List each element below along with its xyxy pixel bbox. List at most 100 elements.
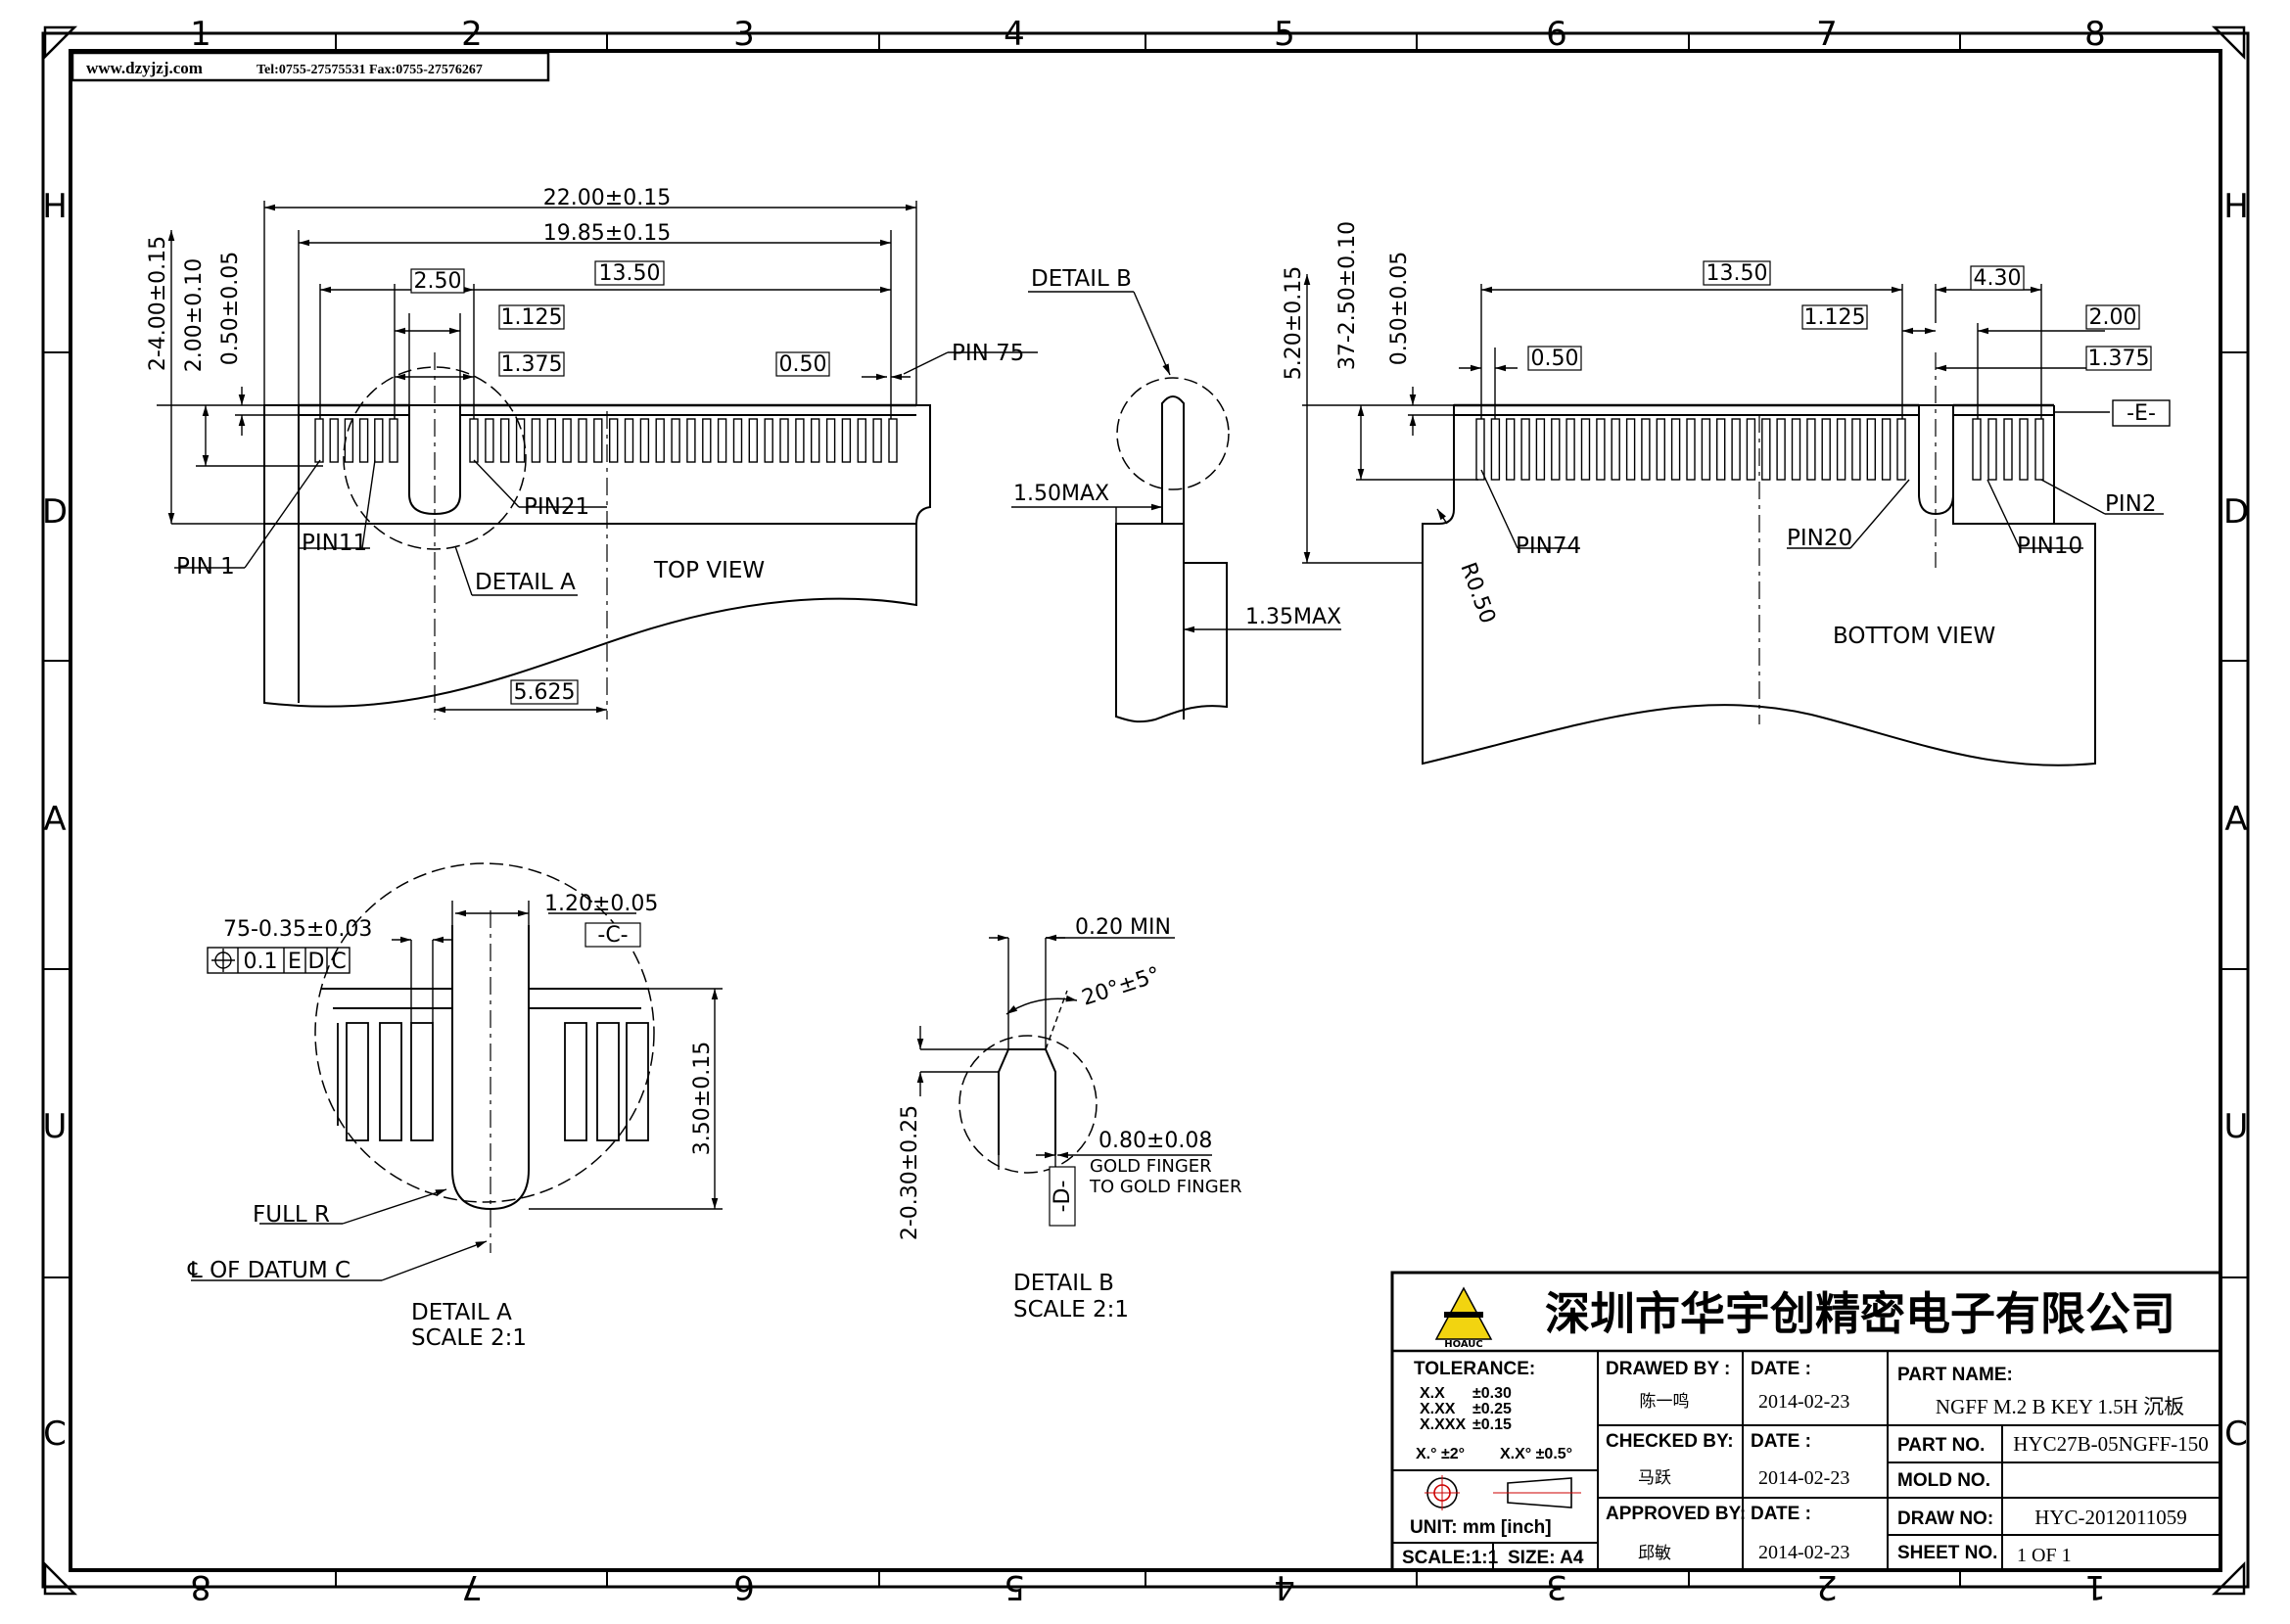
tol-xxx-value: ±0.25 — [1472, 1401, 1512, 1417]
connector-pin — [888, 418, 898, 463]
connector-pin — [2034, 418, 2044, 481]
bottom-dim-1-125: 1.125 — [1804, 305, 1866, 330]
connector-pin — [2019, 418, 2029, 481]
connector-pin — [702, 418, 712, 463]
connector-pin — [1641, 418, 1651, 481]
detail-a — [314, 862, 655, 1253]
connector-pin — [639, 418, 650, 463]
detail-b-note1: GOLD FINGER — [1090, 1156, 1212, 1177]
zone-top-1: 1 — [190, 15, 211, 54]
connector-pin — [314, 418, 324, 463]
connector-pin — [1836, 418, 1846, 481]
projection-symbol-icon — [1425, 1475, 1581, 1510]
zone-left-a: A — [43, 800, 66, 839]
zone-top-3: 3 — [733, 15, 755, 54]
tol-xxx-label: X.XX — [1420, 1401, 1456, 1417]
header-contact: Tel:0755-27575531 Fax:0755-27576267 — [257, 63, 483, 77]
connector-pin — [1866, 418, 1877, 481]
bottom-view-title: BOTTOM VIEW — [1833, 624, 1995, 649]
detail-b-labels: 0.20 MIN 20°±5° 2-0.30±0.25 0.80±0.08 GO… — [898, 915, 1242, 1322]
zone-bottom-1: 1 — [2084, 1567, 2106, 1606]
bottom-view — [1422, 352, 2096, 766]
drawed-by-value: 陈一鸣 — [1640, 1392, 1690, 1412]
tol-xx-label: X.X — [1420, 1385, 1445, 1402]
bottom-vdim-2: 37-2.50±0.10 — [1335, 221, 1360, 370]
top-dim-1-125: 1.125 — [501, 305, 563, 330]
connector-pin — [531, 418, 541, 463]
bottom-view-labels: 13.50 4.30 1.125 2.00 0.50 1.375 -E- 5.2… — [1282, 221, 2171, 649]
top-dim-5-625: 5.625 — [514, 680, 576, 705]
connector-pin — [1535, 418, 1546, 481]
zone-right-d: D — [2223, 492, 2249, 532]
connector-pin — [1625, 418, 1636, 481]
zone-top-7: 7 — [1816, 15, 1838, 54]
connector-pin — [1596, 418, 1606, 481]
connector-pin — [811, 418, 820, 463]
detail-b — [958, 1035, 1098, 1174]
zone-labels: 1 2 3 4 5 6 7 8 8 7 6 5 4 3 2 1 H D A U … — [42, 15, 2249, 1606]
top-pin1: PIN 1 — [176, 554, 235, 580]
detail-a-datum-note: ℄ OF DATUM C — [187, 1258, 351, 1283]
approved-by-label: APPROVED BY: — [1606, 1504, 1746, 1524]
detail-a-scale: SCALE 2:1 — [411, 1325, 527, 1351]
detail-a-full-r: FULL R — [253, 1202, 330, 1228]
zone-bottom-7: 7 — [461, 1567, 483, 1606]
logo-text: HOAUC — [1444, 1339, 1483, 1350]
bottom-pin20: PIN20 — [1787, 526, 1852, 551]
connector-pin — [344, 418, 354, 463]
connector-pin — [1611, 418, 1620, 481]
zone-left-u: U — [43, 1107, 68, 1146]
company-name: 深圳市华宇创精密电子有限公司 — [1545, 1287, 2175, 1340]
date-value-3: 2014-02-23 — [1758, 1542, 1849, 1563]
zone-left-h: H — [42, 187, 68, 226]
detail-a-labels: 0.1 E D C 75-0.35±0.03 1.20±0.05 -C- 3.5… — [187, 892, 715, 1351]
connector-pin — [1656, 418, 1666, 481]
zone-left-c: C — [43, 1415, 67, 1454]
connector-pin — [1731, 418, 1741, 481]
date-label-3: DATE : — [1751, 1504, 1811, 1524]
top-detail-a: DETAIL A — [475, 570, 576, 595]
top-vdim-2: 2.00±0.10 — [182, 258, 207, 372]
mold-no-label: MOLD NO. — [1897, 1470, 1990, 1491]
checked-by-label: CHECKED BY: — [1606, 1431, 1734, 1452]
connector-pin — [578, 418, 587, 463]
zone-right-c: C — [2224, 1415, 2248, 1454]
bottom-vdim-1: 5.20±0.15 — [1282, 266, 1306, 380]
connector-pin — [1761, 418, 1771, 481]
zone-bottom-8: 8 — [190, 1567, 211, 1606]
connector-pin — [374, 418, 384, 463]
part-no-label: PART NO. — [1897, 1435, 1985, 1456]
checked-by-value: 马跃 — [1638, 1468, 1671, 1488]
top-dim-0-50: 0.50 — [779, 352, 827, 377]
connector-pin — [389, 418, 398, 463]
bottom-dim-0-50: 0.50 — [1531, 347, 1579, 371]
date-label-2: DATE : — [1751, 1431, 1811, 1452]
connector-pin — [1505, 418, 1516, 481]
connector-pin — [732, 418, 743, 463]
connector-pin — [779, 418, 789, 463]
detail-b-caption: DETAIL B — [1013, 1271, 1114, 1296]
bottom-pin2: PIN2 — [2105, 491, 2157, 517]
fcf-datum-e: E — [288, 950, 302, 974]
top-vdim-3: 0.50±0.05 — [218, 252, 243, 365]
zone-top-2: 2 — [461, 15, 483, 54]
date-label-1: DATE : — [1751, 1359, 1811, 1379]
connector-pin — [500, 418, 510, 463]
connector-pin — [1806, 418, 1816, 481]
zone-bottom-5: 5 — [1004, 1567, 1025, 1606]
top-view-title: TOP VIEW — [653, 558, 765, 583]
connector-pin — [1580, 418, 1591, 481]
connector-pin — [1670, 418, 1681, 481]
top-pin21: PIN21 — [524, 494, 589, 520]
size-label: SIZE: A4 — [1508, 1548, 1584, 1568]
drawed-by-label: DRAWED BY : — [1606, 1359, 1730, 1379]
header-box: www.dzyjzj.com Tel:0755-27575531 Fax:075… — [70, 51, 550, 82]
connector-pin — [1746, 418, 1756, 481]
side-detail-b: DETAIL B — [1031, 266, 1132, 292]
sheet-no-label: SHEET NO. — [1897, 1543, 1997, 1563]
connector-pin — [1686, 418, 1696, 481]
connector-pin — [1972, 418, 1982, 481]
zone-bottom-6: 6 — [733, 1567, 755, 1606]
connector-pin — [671, 418, 680, 463]
